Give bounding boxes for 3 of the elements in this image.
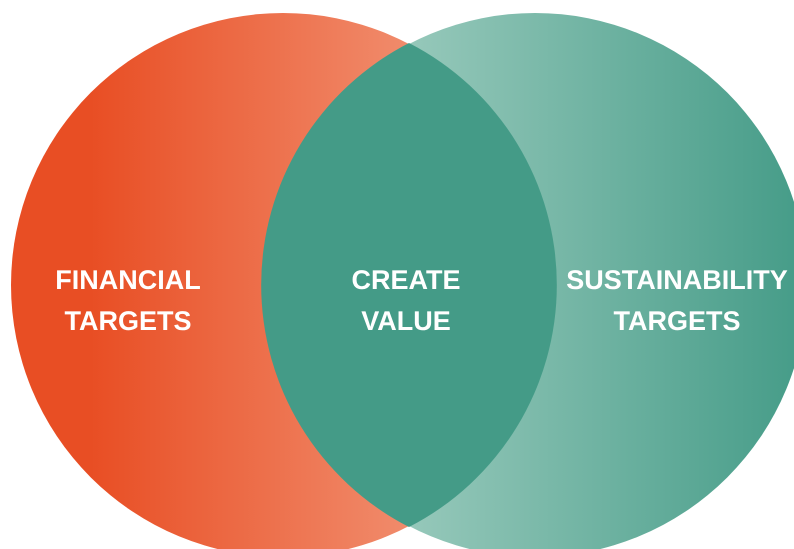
venn-label: FINANCIAL TARGETS xyxy=(54,264,202,338)
venn-label: CREATE VALUE xyxy=(350,264,462,338)
venn-label: SUSTAINABILITY TARGETS xyxy=(565,264,789,338)
